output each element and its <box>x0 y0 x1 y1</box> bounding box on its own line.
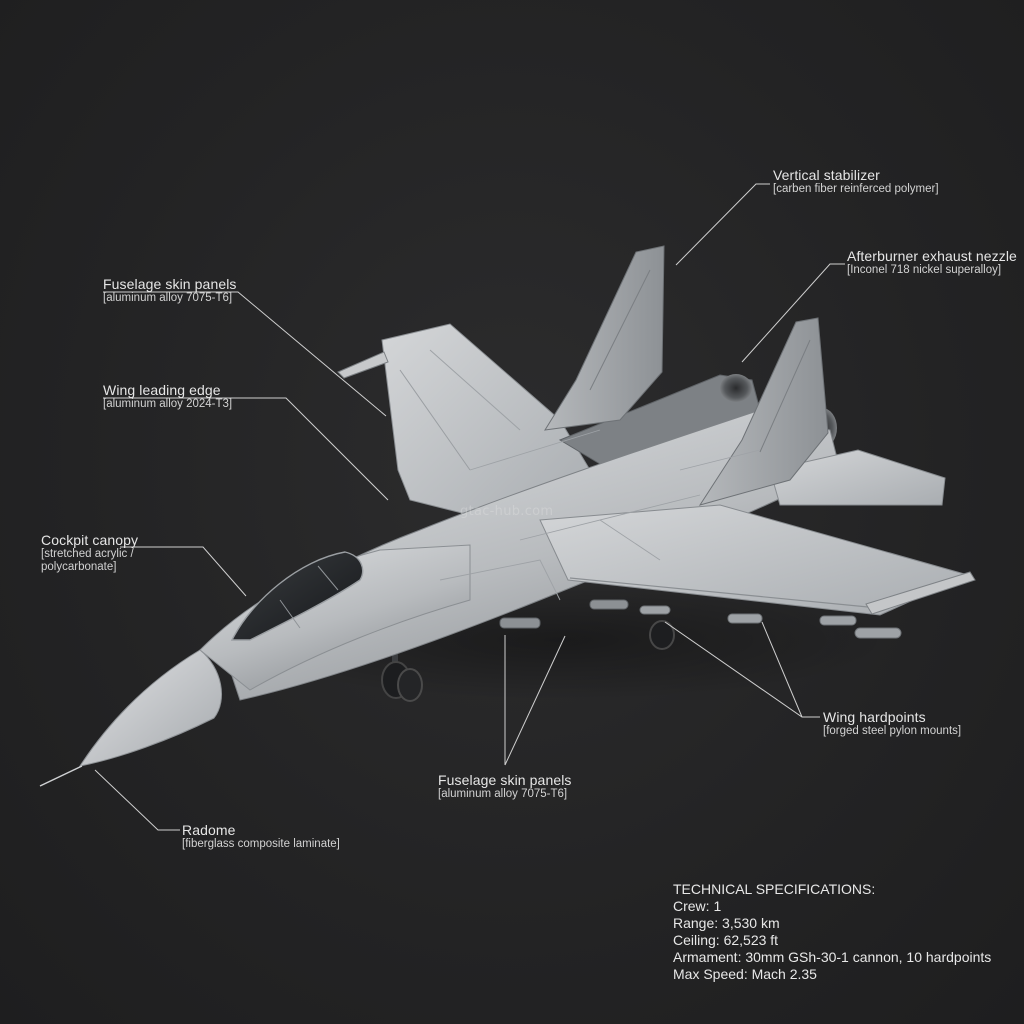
callout-material: [forged steel pylon mounts] <box>823 725 962 738</box>
specs-heading: TECHNICAL SPECIFICATIONS: <box>673 881 876 897</box>
leader-lines <box>94 183 845 831</box>
callout-afterburner: Afterburner exhaust nezzle [Inconel 718 … <box>847 248 1017 277</box>
watermark: gtac-hub.com <box>460 504 554 519</box>
spec-max-speed: Max Speed: Mach 2.35 <box>673 966 817 982</box>
callout-title: Wing leading edge <box>103 382 221 398</box>
spec-range: Range: 3,530 km <box>673 915 780 931</box>
callout-title: Cockpit canopy <box>41 532 139 548</box>
main-landing-gear <box>649 620 675 650</box>
callout-fuselage-top: Fuselage skin panels [aluminum alloy 707… <box>103 276 237 305</box>
callout-material: [carben fiber reinferced polymer] <box>773 183 939 196</box>
spec-armament: Armament: 30mm GSh-30-1 cannon, 10 hardp… <box>673 949 992 965</box>
callout-material: [fiberglass composite laminate] <box>182 838 340 851</box>
technical-specifications: TECHNICAL SPECIFICATIONS: Crew: 1 Range:… <box>673 881 991 983</box>
aircraft <box>39 245 976 787</box>
callout-wing-leading-edge: Wing leading edge [aluminum alloy 2024-T… <box>103 382 232 411</box>
leader-fuselage-top <box>103 291 387 417</box>
callout-radome: Radome [fiberglass composite laminate] <box>182 822 340 851</box>
callout-material-line-1: [stretched acrylic / <box>41 548 134 561</box>
callout-fuselage-bottom: Fuselage skin panels [aluminum alloy 707… <box>438 772 572 801</box>
leader-radome <box>94 769 180 831</box>
callout-material: [Inconel 718 nickel superalloy] <box>847 264 1002 277</box>
vertical-stabilizer-left <box>544 245 665 431</box>
leader-cockpit-canopy <box>120 546 247 597</box>
callout-material: [aluminum alloy 7075-T6] <box>438 788 568 801</box>
spec-crew: Crew: 1 <box>673 898 722 914</box>
callout-material-line-2: polycarbonate] <box>41 561 117 574</box>
callout-title: Wing hardpoints <box>823 709 926 725</box>
cockpit-canopy <box>230 551 364 641</box>
leader-wing-hardpoints-b <box>761 621 803 718</box>
spec-ceiling: Ceiling: 62,523 ft <box>673 932 779 948</box>
wing-pylons <box>639 605 902 639</box>
leader-wing-leading-edge <box>103 397 389 501</box>
fuselage-pylons <box>499 599 629 629</box>
vertical-stabilizer-right <box>698 317 829 506</box>
afterburner-nozzle-left <box>720 374 752 402</box>
leader-afterburner <box>741 263 845 363</box>
callout-cockpit-canopy: Cockpit canopy [stretched acrylic / poly… <box>41 532 138 575</box>
callout-material: [aluminum alloy 7075-T6] <box>103 292 233 305</box>
leader-vertical-stabilizer <box>675 183 770 266</box>
leader-fuselage-bottom-b <box>504 635 566 766</box>
callout-material: [aluminum alloy 2024-T3] <box>103 398 233 411</box>
callout-title: Fuselage skin panels <box>438 772 572 788</box>
callout-title: Fuselage skin panels <box>103 276 237 292</box>
nose-landing-gear <box>381 640 423 702</box>
callout-wing-hardpoints: Wing hardpoints [forged steel pylon moun… <box>823 709 961 738</box>
callout-title: Vertical stabilizer <box>773 167 880 183</box>
horizontal-stabilizer <box>769 449 946 506</box>
radome-nose <box>78 649 222 767</box>
callout-title: Afterburner exhaust nezzle <box>847 248 1017 264</box>
callout-title: Radome <box>182 822 236 838</box>
callout-vertical-stabilizer: Vertical stabilizer [carben fiber reinfe… <box>773 167 939 196</box>
